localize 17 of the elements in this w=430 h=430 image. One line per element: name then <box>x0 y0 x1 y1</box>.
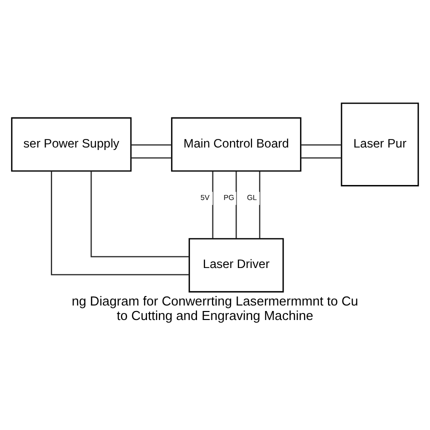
connector <box>259 170 260 238</box>
node-box: Main Control Board <box>171 116 302 172</box>
connector <box>236 170 237 238</box>
edge-label: GL <box>247 192 257 202</box>
caption: ng Diagram for Conwerrting Lasermermmnt to Cu to Cutting and Engraving Machine <box>72 293 358 323</box>
connector <box>131 156 172 158</box>
edge-label: PG <box>224 192 234 202</box>
node-box: ser Power Supply <box>11 116 132 172</box>
connector <box>300 156 342 158</box>
connector <box>50 170 190 275</box>
connector <box>131 144 172 145</box>
connector <box>300 144 342 145</box>
edge-label: 5V <box>200 192 210 202</box>
connector <box>90 170 190 257</box>
node-box: Laser Pur <box>340 102 419 186</box>
connector <box>212 170 214 238</box>
node-box: Laser Driver <box>188 238 284 292</box>
